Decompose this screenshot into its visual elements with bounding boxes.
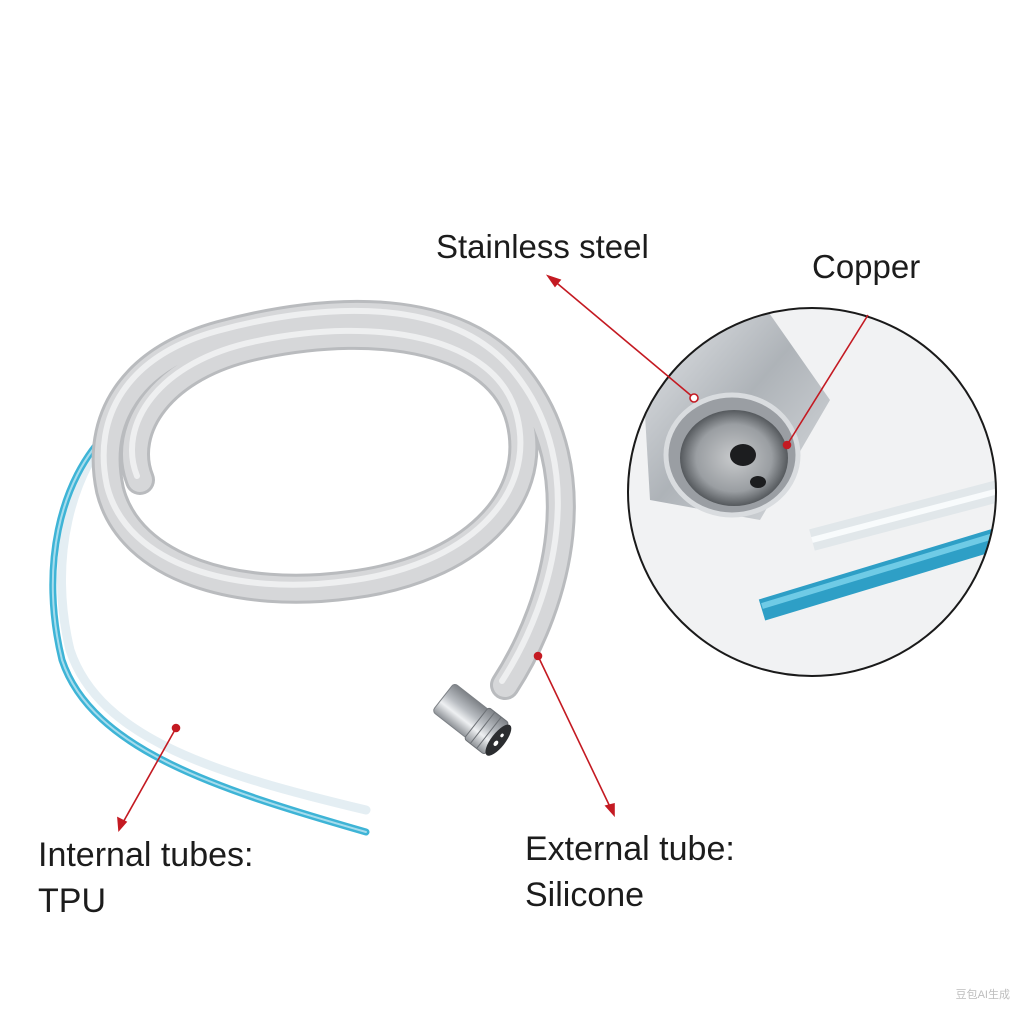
copper-label: Copper — [812, 248, 921, 285]
internal-tubes — [49, 415, 371, 836]
detail-magnifier — [627, 307, 997, 677]
internal-tubes-title: Internal tubes: — [38, 836, 254, 874]
internal-tubes-material: TPU — [38, 882, 106, 920]
external-tube-label: External tube: Silicone — [525, 826, 735, 918]
stainless-steel-label: Stainless steel — [436, 228, 649, 265]
external-tube-material: Silicone — [525, 876, 645, 914]
hose-connector — [433, 683, 512, 756]
silicone-hose — [91, 299, 576, 700]
leader-lines — [117, 274, 869, 832]
external-tube-title: External tube: — [525, 830, 735, 868]
internal-tubes-label: Internal tubes: TPU — [38, 832, 253, 924]
ai-watermark: 豆包AI生成 — [955, 989, 1010, 1001]
